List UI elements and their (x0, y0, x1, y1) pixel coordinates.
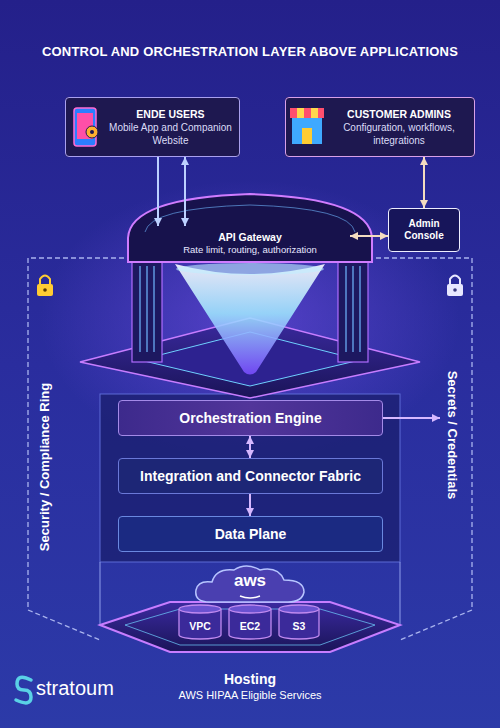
svg-path (450, 276, 460, 285)
core-panel (100, 394, 400, 562)
flow-arrow (157, 157, 159, 226)
svg-circle (90, 130, 94, 134)
flow-arrow (423, 157, 425, 208)
box-text: AWS HIPAA Eligible Services (178, 688, 321, 702)
svg-rect (292, 118, 322, 144)
gateway-illustration (80, 194, 420, 398)
text-area: Orchestration Engine (127, 403, 374, 433)
text-area: S3 (278, 613, 320, 640)
flow-arrow (249, 436, 251, 458)
svg-rect (304, 108, 311, 118)
cloud-shape (196, 566, 304, 602)
text-area: ENDE USERSMobile App and Companion Websi… (106, 102, 235, 152)
box-heading: VPC (189, 620, 211, 633)
svg-path (128, 194, 372, 262)
flow-arrow (383, 417, 440, 419)
text-area: EC2 (228, 613, 272, 640)
box-heading: CUSTOMER ADMINS (347, 108, 451, 121)
box-heading: Secrets / Credentials (444, 371, 460, 500)
svg-circle (453, 288, 457, 292)
svg-circle (86, 126, 98, 138)
gateway-box: API GatewayRate limit, routing, authoriz… (150, 226, 350, 260)
box-heading: Data Plane (215, 525, 287, 543)
box-heading: ENDE USERS (136, 108, 204, 121)
flow-arrow (350, 235, 388, 237)
svg-rect (447, 284, 463, 296)
data-plane-box: Data Plane (118, 516, 383, 552)
box-heading: aws (234, 570, 266, 591)
text-area: Integration and Connector Fabric (127, 461, 374, 491)
svg-rect (311, 108, 318, 118)
box-heading: S3 (293, 620, 306, 633)
secrets-box: Secrets / Credentials (440, 355, 464, 515)
box-heading: Admin Console (393, 218, 455, 242)
cylinder-top (179, 605, 221, 613)
user-box: ENDE USERSMobile App and Companion Websi… (65, 97, 240, 157)
svg-path (175, 264, 325, 375)
platform-shape (100, 602, 400, 652)
box-text: Rate limit, routing, authorization (183, 244, 317, 256)
fabric-box: Integration and Connector Fabric (118, 458, 383, 494)
box-text: Mobile App and Companion Website (106, 121, 235, 147)
hosting-platform: HostingAWS HIPAA Eligible Services awsVPC… (95, 560, 405, 710)
box-fill (285, 97, 475, 157)
aws-cloud: aws (190, 562, 310, 604)
logo-text: stratoum (36, 676, 114, 701)
svg-rect (297, 108, 304, 118)
console-box: Admin Console (388, 208, 460, 252)
svg-rect (302, 128, 312, 144)
admin-box: CUSTOMER ADMINSConfiguration, workflows,… (285, 97, 475, 157)
box-heading: Hosting (224, 670, 276, 688)
engine-box: Orchestration Engine (118, 400, 383, 436)
text-area: API GatewayRate limit, routing, authoriz… (150, 226, 350, 260)
svg-ellipse (176, 263, 324, 275)
s3-cylinder: S3 (278, 604, 320, 640)
svg-circle (43, 288, 47, 292)
text-area: aws (190, 565, 310, 595)
label-holder: stratoum (36, 676, 114, 701)
text-area: Data Plane (127, 519, 374, 549)
cloud-smile (240, 596, 260, 598)
store-icon (290, 108, 324, 144)
vpc-cylinder: VPC (178, 604, 222, 640)
cylinder-top (279, 605, 319, 613)
text-area: Secrets / Credentials (440, 355, 464, 515)
compliance-ring (28, 258, 472, 640)
text-area: HostingAWS HIPAA Eligible Services (95, 664, 405, 708)
box-heading: API Gateway (218, 231, 282, 244)
title-holder: CONTROL AND ORCHESTRATION LAYER ABOVE AP… (10, 44, 490, 60)
phone-icon (74, 108, 98, 146)
text-area: Admin Console (393, 212, 455, 248)
svg-rect (290, 108, 297, 118)
lock-icon (37, 276, 53, 297)
box-fill (65, 97, 240, 157)
box-text: Configuration, workflows, integrations (328, 121, 470, 147)
text-area: CUSTOMER ADMINSConfiguration, workflows,… (328, 102, 470, 152)
svg-path (40, 276, 50, 285)
flow-arrow (249, 494, 251, 516)
ring-label: Security / Compliance Ring (37, 383, 53, 551)
svg-rect (318, 108, 324, 118)
logo-mark (16, 677, 31, 703)
svg-rect (37, 284, 53, 296)
lock-icon (447, 276, 463, 297)
flow-arrow (184, 157, 186, 226)
cylinder-top (229, 605, 271, 613)
box-heading: Integration and Connector Fabric (140, 467, 361, 485)
text-area: VPC (178, 613, 222, 640)
ec2-cylinder: EC2 (228, 604, 272, 640)
svg-path (145, 205, 355, 232)
platform-face (125, 609, 375, 645)
diagram-title: CONTROL AND ORCHESTRATION LAYER ABOVE AP… (10, 44, 490, 60)
box-heading: Orchestration Engine (179, 409, 321, 427)
box-heading: EC2 (240, 620, 260, 633)
